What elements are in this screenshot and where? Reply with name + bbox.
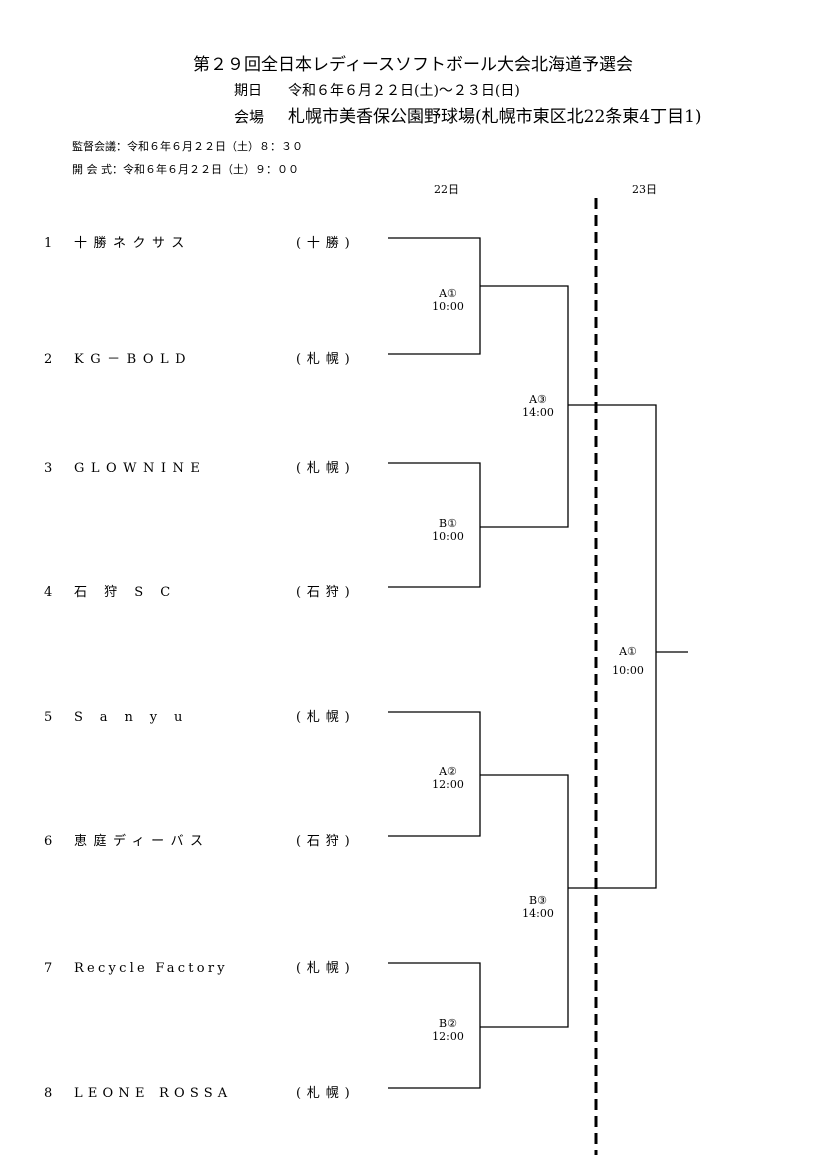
match-code: A③ [529,393,547,406]
team-number: 4 [44,585,53,600]
match-label: B① 10:00 [428,517,468,543]
day2-label: 23日 [632,183,657,196]
venue-value: 札幌市美香保公園野球場(札幌市東区北22条東4丁目1) [288,107,702,127]
date-line: 期日 令和６年６月２２日(土)～２３日(日) [234,80,520,100]
page-title: 第２９回全日本レディースソフトボール大会北海道予選会 [193,55,633,75]
team-region: (札幌) [296,352,356,367]
date-label: 期日 [234,83,262,99]
match-label: B③ 14:00 [518,894,558,920]
match-time: 12:00 [432,1030,464,1043]
team-number: 5 [44,710,53,725]
team-entry: 3 GLOWNINE (札幌) [44,457,356,476]
team-name: Sanyu [74,710,200,725]
match-time: 10:00 [432,530,464,543]
match-label: A① 10:00 [428,287,468,313]
bracket-line-final [568,404,657,889]
team-number: 7 [44,961,53,976]
day1-label: 22日 [434,183,459,196]
team-region: (十勝) [296,236,356,251]
manager-meeting-info: 監督会議：令和６年６月２２日（土）８：３０ [72,140,303,153]
match-code: A① [619,645,637,658]
match-time: 14:00 [522,907,554,920]
team-entry: 8 LEONE ROSSA (札幌) [44,1082,356,1101]
team-region: (札幌) [296,1086,356,1101]
team-number: 6 [44,834,53,849]
match-time: 12:00 [432,778,464,791]
team-entry: 6 恵庭ディーバス (石狩) [44,830,356,849]
bracket-line-a2 [388,711,481,837]
match-code: B① [439,517,457,530]
match-code: A② [439,765,457,778]
match-time: 14:00 [522,406,554,419]
team-number: 2 [44,352,53,367]
team-entry: 4 石 狩 S C (石狩) [44,581,356,600]
match-time: 10:00 [432,300,464,313]
team-entry: 1 十勝ネクサス (十勝) [44,232,356,251]
match-label: A② 12:00 [428,765,468,791]
team-name: LEONE ROSSA [74,1086,233,1101]
bracket-line-b1 [388,462,481,588]
match-label: A① 10:00 [608,642,648,680]
team-entry: 2 KG－BOLD (札幌) [44,348,356,367]
team-region: (札幌) [296,710,356,725]
team-number: 1 [44,236,53,251]
venue-label: 会場 [234,108,265,126]
match-code: B② [439,1017,457,1030]
bracket-line-b3 [480,774,569,1028]
team-name: GLOWNINE [74,461,207,476]
team-entry: 7 Recycle Factory (札幌) [44,957,356,976]
team-name: Recycle Factory [74,961,228,976]
match-label: B② 12:00 [428,1017,468,1043]
bracket-line-a1 [388,237,481,355]
team-name: KG－BOLD [74,352,193,367]
match-time: 10:00 [612,664,644,677]
team-entry: 5 Sanyu (札幌) [44,706,356,725]
team-name: 恵庭ディーバス [74,834,210,849]
team-region: (札幌) [296,461,356,476]
team-number: 3 [44,461,53,476]
team-name: 石 狩 S C [74,585,177,600]
team-name: 十勝ネクサス [74,236,191,251]
team-region: (札幌) [296,961,356,976]
bracket-line-a3 [480,285,569,528]
date-value: 令和６年６月２２日(土)～２３日(日) [288,83,520,99]
match-code: A① [439,287,457,300]
venue-line: 会場 札幌市美香保公園野球場(札幌市東区北22条東4丁目1) [234,102,702,127]
opening-ceremony-info: 開 会 式：令和６年６月２２日（土）９：００ [72,163,299,176]
match-code: B③ [529,894,547,907]
team-region: (石狩) [296,834,356,849]
bracket-line-b2 [388,962,481,1089]
team-region: (石狩) [296,585,356,600]
match-label: A③ 14:00 [518,393,558,419]
team-number: 8 [44,1086,53,1101]
